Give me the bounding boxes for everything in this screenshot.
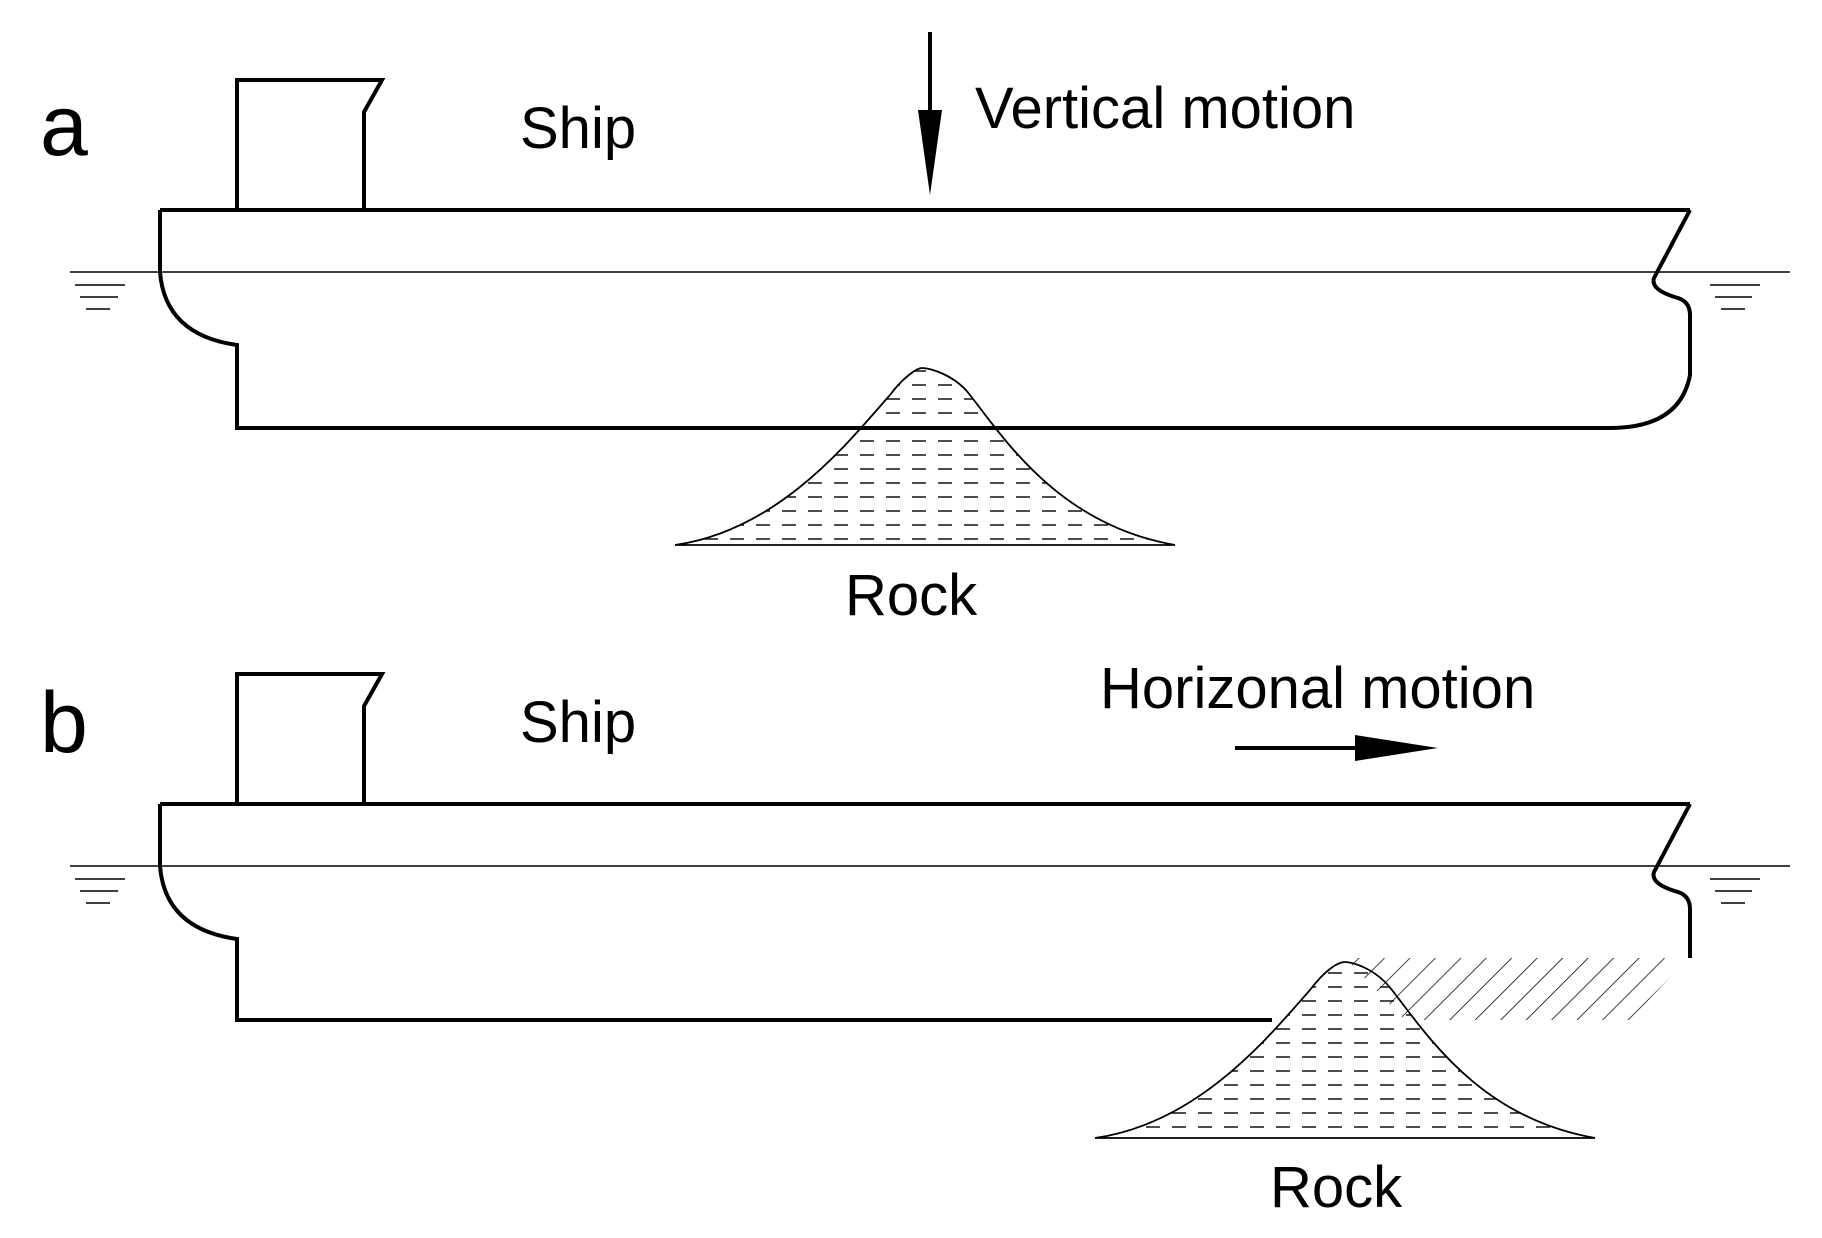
panel-b-motion-label: Horizonal motion: [1100, 656, 1535, 721]
panel-a-rock-label: Rock: [845, 563, 978, 628]
waterline-b: [70, 865, 1790, 904]
panel-a-ship-label: Ship: [520, 96, 636, 161]
panel-b-letter: b: [40, 675, 88, 771]
waterline-a: [70, 271, 1790, 310]
ship-b: [158, 672, 1692, 1022]
panel-a: a Ship Vertical motion R: [40, 32, 1790, 628]
panel-b-ship-label: Ship: [520, 690, 636, 755]
panel-a-letter: a: [40, 78, 88, 174]
rock-b: [1094, 961, 1596, 1139]
panel-b-rock-label: Rock: [1270, 1155, 1403, 1220]
ship-a: [158, 78, 1692, 430]
rock-a: [674, 367, 1176, 546]
vertical-motion-arrow: [918, 32, 942, 195]
damaged-hull-hatch: [1345, 958, 1688, 1020]
panel-a-motion-label: Vertical motion: [975, 76, 1355, 141]
horizontal-motion-arrow: [1235, 735, 1438, 761]
panel-b: b Ship Horizonal motion: [40, 656, 1790, 1220]
